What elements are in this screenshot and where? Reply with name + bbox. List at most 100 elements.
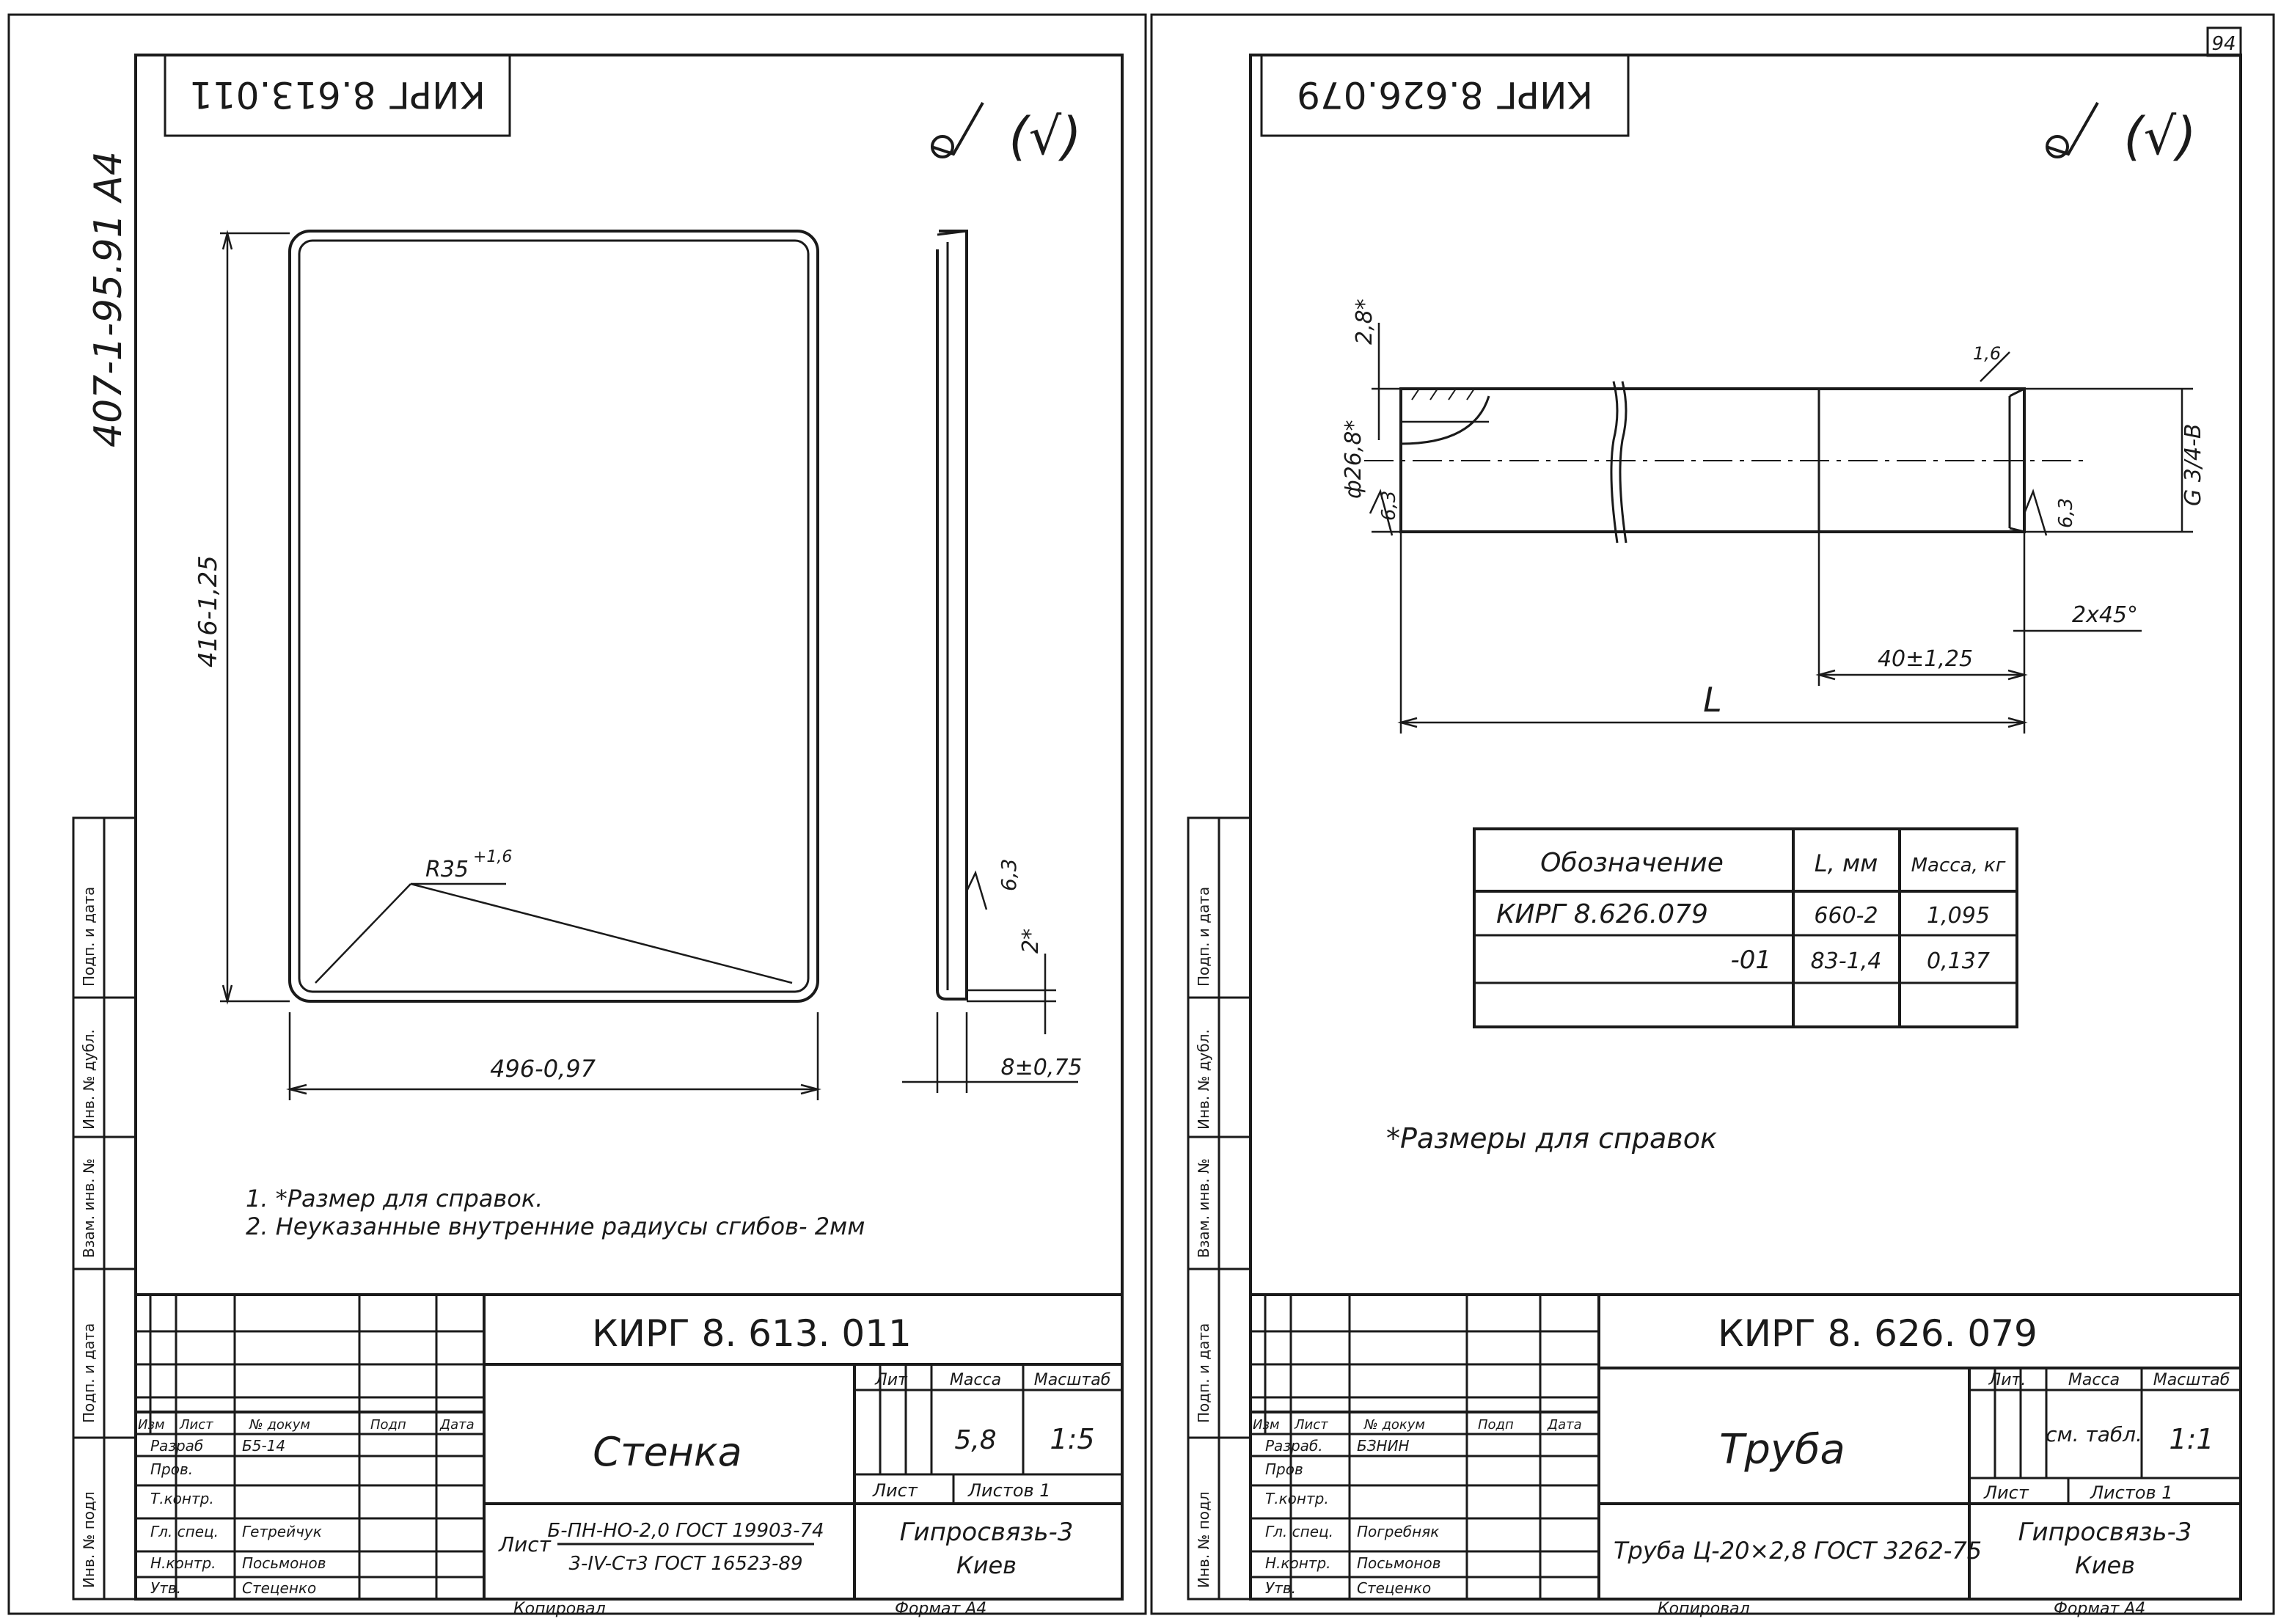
- right-roughness-mark: [2046, 102, 2099, 158]
- right-part-name: Труба: [1719, 1426, 1845, 1474]
- right-role-5: Н.контр.: [1265, 1554, 1331, 1572]
- left-material-bottom: 3-IV-Ст3 ГОСТ 16523-89: [568, 1553, 802, 1575]
- right-role-3: Т.контр.: [1265, 1490, 1329, 1507]
- side-code: 407-1-95.91 A4: [87, 151, 131, 447]
- left-dim-radius: R35: [425, 857, 469, 882]
- left-hdr-date: Дата: [439, 1417, 475, 1433]
- left-dim-height: 416-1,25: [194, 555, 223, 667]
- left-stamp-label-2: Подп. и дата: [80, 1323, 98, 1423]
- left-side-stamp: [72, 816, 137, 1601]
- left-hdr-izm: Изм: [138, 1417, 165, 1433]
- left-part-front-view: [288, 230, 819, 1003]
- right-dim-thread-len: 40±1,25: [1878, 646, 1973, 672]
- right-dimension-lines: [1369, 323, 2193, 734]
- right-pipe-view: [1364, 381, 2083, 544]
- left-col-mass: Масса: [950, 1371, 1001, 1389]
- right-hdr-sign: Подп: [1478, 1417, 1514, 1433]
- left-role-6: Утв.: [150, 1579, 181, 1597]
- right-table-header-3: Масса, кг: [1911, 855, 2006, 877]
- right-hdr-date: Дата: [1547, 1417, 1582, 1433]
- left-role-2: Пров.: [150, 1460, 193, 1478]
- right-table-header-2: L, мм: [1815, 849, 1878, 877]
- left-role-3: Т.контр.: [150, 1490, 214, 1507]
- right-table-r1-c3: 1,095: [1927, 903, 1990, 929]
- right-dim-rough-small: 1,6: [1973, 343, 2001, 364]
- right-role-6: Утв.: [1265, 1579, 1296, 1597]
- right-role-2: Пров: [1265, 1460, 1303, 1478]
- left-outer-frame: [7, 13, 1147, 1615]
- left-copied: Копировал: [513, 1600, 606, 1618]
- left-role-1: Разраб: [150, 1437, 203, 1455]
- right-stamp-label-3: Взам. инв. №: [1195, 1158, 1212, 1258]
- left-inner-frame: [134, 54, 1124, 1601]
- left-name-1: Б5-14: [242, 1437, 285, 1455]
- right-dim-thread: G 3/4-В: [2181, 424, 2206, 506]
- left-roughness-mark: [931, 102, 984, 158]
- left-hdr-sign: Подп: [370, 1417, 406, 1433]
- left-title-block: [134, 1293, 1124, 1601]
- right-table-r1-c2: 660-2: [1814, 903, 1878, 929]
- left-mass: 5,8: [954, 1425, 996, 1455]
- right-format: Формат А4: [2054, 1600, 2145, 1618]
- left-col-lit: Лит: [874, 1371, 908, 1389]
- right-name-1: БЗНИН: [1357, 1437, 1410, 1455]
- right-dim-wall: 2,8*: [1352, 299, 1377, 345]
- right-title-code: КИРГ 8. 626. 079: [1718, 1312, 2037, 1355]
- right-code-box: [1260, 54, 1630, 137]
- right-org-city: Киев: [2075, 1551, 2135, 1579]
- left-sheet-label: Лист: [872, 1480, 918, 1501]
- right-table-r2-c3: 0,137: [1927, 948, 1990, 974]
- right-sheets-label: Листов 1: [2090, 1482, 2173, 1503]
- right-stamp-label-2: Подп. и дата: [1195, 1323, 1212, 1423]
- right-col-lit: Лит.: [1988, 1371, 2026, 1389]
- left-note-2: 2. Неуказанные внутренние радиусы сгибов…: [246, 1212, 865, 1240]
- left-dim-rough: 6,3: [997, 858, 1021, 891]
- left-mirrored-code: КИРГ 8.613.011: [189, 73, 486, 116]
- right-stamp-label-1: Инв. № подл: [1195, 1491, 1212, 1588]
- left-material-prefix: Лист: [498, 1532, 552, 1557]
- right-material: Труба Ц-20×2,8 ГОСТ 3262-75: [1614, 1537, 1982, 1565]
- left-scale: 1:5: [1050, 1423, 1094, 1455]
- left-dimension-lines: [220, 230, 1078, 1100]
- right-table-r1-c1: КИРГ 8.626.079: [1496, 899, 1708, 929]
- right-hdr-doc: № докум: [1363, 1417, 1425, 1433]
- left-note-1: 1. *Размер для справок.: [246, 1185, 543, 1212]
- right-side-stamp: [1187, 816, 1252, 1601]
- right-note: *Размеры для справок: [1386, 1122, 1717, 1155]
- left-part-side-view: [936, 230, 968, 1001]
- left-dim-radius-tol: +1,6: [473, 848, 512, 866]
- right-copied: Копировал: [1658, 1600, 1750, 1618]
- right-scale: 1:1: [2169, 1423, 2214, 1455]
- left-role-5: Н.контр.: [150, 1554, 216, 1572]
- right-col-scale: Масштаб: [2153, 1371, 2230, 1389]
- right-table-r2-c2: 83-1,4: [1811, 948, 1882, 974]
- right-outer-frame: [1150, 13, 2275, 1615]
- right-stamp-label-4: Инв. № дубл.: [1195, 1029, 1212, 1130]
- left-hdr-doc: № докум: [249, 1417, 310, 1433]
- left-material-top: Б-ПН-НО-2,0 ГОСТ 19903-74: [547, 1520, 824, 1542]
- left-title-code: КИРГ 8. 613. 011: [592, 1312, 912, 1355]
- right-table-r2-c1: -01: [1730, 945, 1771, 975]
- left-dim-width: 496-0,97: [490, 1055, 596, 1083]
- right-role-1: Разраб.: [1265, 1437, 1323, 1455]
- right-mass: см. табл.: [2046, 1422, 2142, 1446]
- right-dim-length: L: [1703, 680, 1722, 720]
- right-dim-chamfer: 2х45°: [2072, 602, 2138, 628]
- right-dim-rough-left: 6,3: [1378, 491, 1400, 521]
- right-mirrored-code: КИРГ 8.626.079: [1297, 73, 1593, 116]
- right-data-table: [1473, 827, 2018, 1028]
- right-name-6: Стеценко: [1357, 1579, 1431, 1597]
- right-name-5: Посьмонов: [1357, 1554, 1440, 1572]
- right-org-name: Гипросвязь-3: [2018, 1518, 2192, 1547]
- right-name-4: Погребняк: [1357, 1523, 1439, 1540]
- left-name-4: Гетрейчук: [242, 1523, 322, 1540]
- left-sheets-label: Листов 1: [967, 1480, 1051, 1501]
- right-dim-rough-right: 6,3: [2055, 498, 2077, 528]
- right-sheet-label: Лист: [1983, 1482, 2029, 1503]
- left-part-name: Стенка: [593, 1429, 742, 1475]
- right-dim-diam: ф26,8*: [1341, 420, 1366, 499]
- left-org-name: Гипросвязь-3: [900, 1518, 1074, 1547]
- right-role-4: Гл. спец.: [1265, 1523, 1333, 1540]
- left-stamp-label-1: Инв. № подл: [80, 1491, 98, 1588]
- left-org-city: Киев: [956, 1551, 1017, 1579]
